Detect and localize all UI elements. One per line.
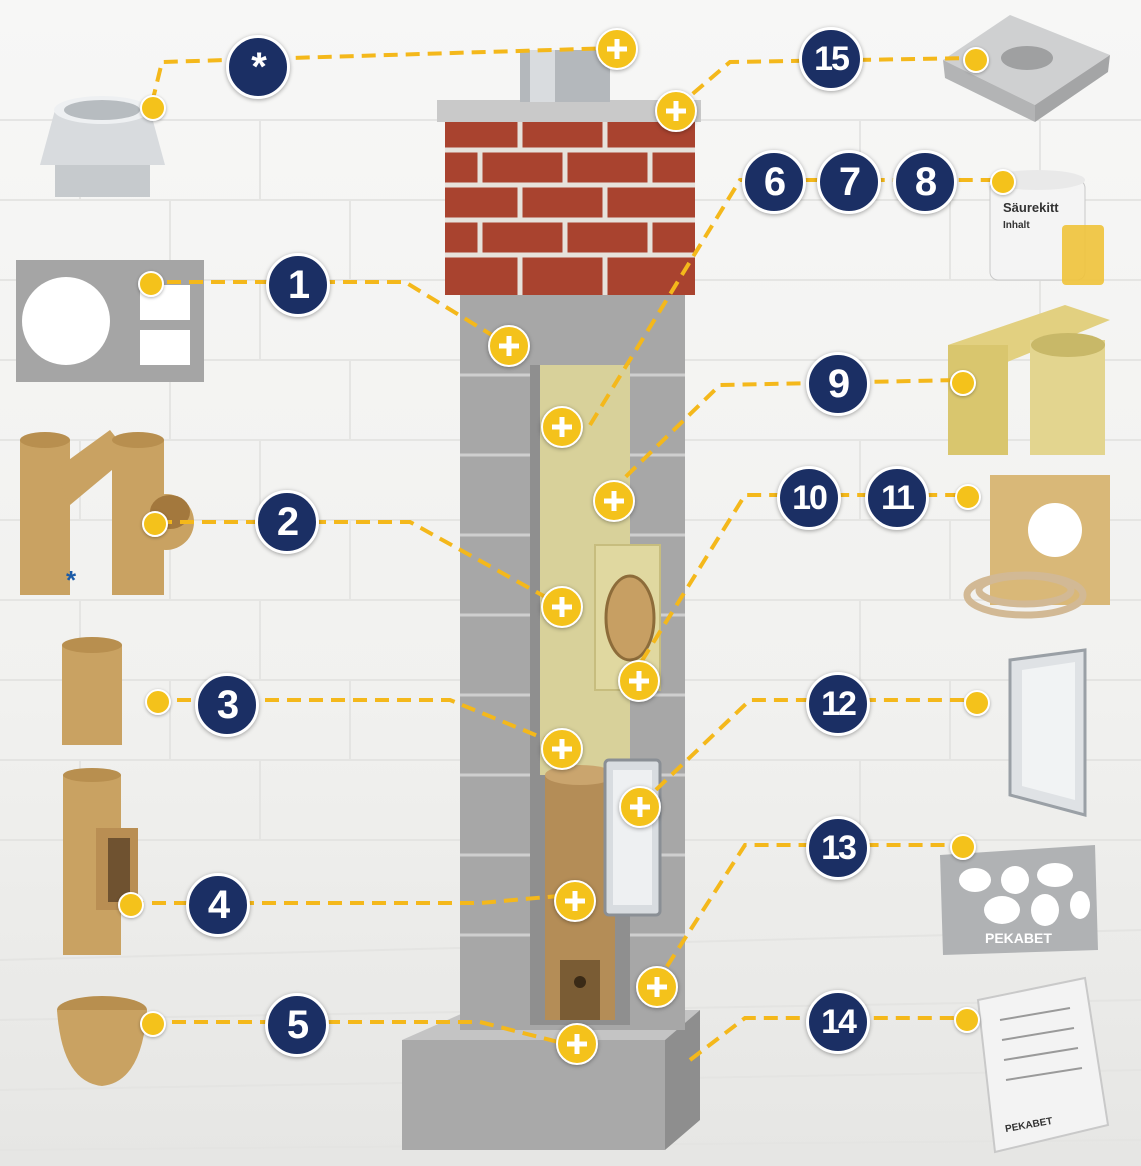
jar-label: Säurekitt bbox=[1003, 200, 1059, 215]
dot-plate bbox=[955, 484, 981, 510]
marker-insulation-top[interactable] bbox=[541, 406, 583, 448]
callout-12[interactable]: 12 bbox=[806, 672, 870, 736]
condensate-bowl bbox=[57, 996, 147, 1086]
plate-brand: PEKABET bbox=[985, 930, 1052, 946]
ceramic-pipe bbox=[62, 637, 122, 745]
connector-opening bbox=[604, 574, 656, 662]
mineral-wool bbox=[948, 305, 1110, 455]
callout-9[interactable]: 9 bbox=[806, 352, 870, 416]
marker-steel-cap[interactable] bbox=[596, 28, 638, 70]
marker-insulation-side[interactable] bbox=[593, 480, 635, 522]
marker-door[interactable] bbox=[619, 786, 661, 828]
marker-tee[interactable] bbox=[541, 586, 583, 628]
dot-pipe bbox=[145, 689, 171, 715]
callout-11[interactable]: 11 bbox=[865, 466, 929, 530]
marker-pipe[interactable] bbox=[541, 728, 583, 770]
dot-block bbox=[138, 271, 164, 297]
marker-steel-plate[interactable] bbox=[636, 966, 678, 1008]
steel-cone-cap bbox=[40, 96, 165, 197]
jar-contents-label: Inhalt bbox=[1003, 220, 1030, 231]
callout-2[interactable]: 2 bbox=[255, 490, 319, 554]
marker-connector[interactable] bbox=[618, 660, 660, 702]
chimney-base bbox=[402, 1040, 665, 1150]
callout-1[interactable]: 1 bbox=[266, 253, 330, 317]
callout-6[interactable]: 6 bbox=[742, 150, 806, 214]
callout-10[interactable]: 10 bbox=[777, 466, 841, 530]
marker-pipe-inlet[interactable] bbox=[554, 880, 596, 922]
callout-14[interactable]: 14 bbox=[806, 990, 870, 1054]
dot-steel-plate bbox=[950, 834, 976, 860]
cover-plate bbox=[437, 100, 701, 122]
dot-wool bbox=[950, 370, 976, 396]
callout-8[interactable]: 8 bbox=[893, 150, 957, 214]
steel-mounting-plate bbox=[940, 845, 1098, 955]
sealing-rope bbox=[963, 571, 1087, 619]
marker-block[interactable] bbox=[488, 325, 530, 367]
cleanout-door-product bbox=[1008, 648, 1087, 817]
mounting-manual bbox=[976, 976, 1110, 1154]
callout-5[interactable]: 5 bbox=[265, 993, 329, 1057]
callout-15[interactable]: 15 bbox=[799, 27, 863, 91]
dot-manual bbox=[954, 1007, 980, 1033]
callout-13[interactable]: 13 bbox=[806, 816, 870, 880]
dot-pipe-inlet bbox=[118, 892, 144, 918]
callout-3[interactable]: 3 bbox=[195, 673, 259, 737]
dot-door bbox=[964, 690, 990, 716]
dot-steel-cap bbox=[140, 95, 166, 121]
dot-bowl bbox=[140, 1011, 166, 1037]
insulation-plate bbox=[990, 475, 1110, 605]
marker-cover-plate[interactable] bbox=[655, 90, 697, 132]
callout-7[interactable]: 7 bbox=[817, 150, 881, 214]
marker-bowl[interactable] bbox=[556, 1023, 598, 1065]
dot-slab bbox=[963, 47, 989, 73]
callout-4[interactable]: 4 bbox=[186, 873, 250, 937]
callout-star[interactable]: * bbox=[226, 35, 290, 99]
tee-asterisk: * bbox=[66, 565, 77, 595]
cover-slab bbox=[943, 15, 1110, 122]
dot-tee bbox=[142, 511, 168, 537]
dot-jar bbox=[990, 169, 1016, 195]
